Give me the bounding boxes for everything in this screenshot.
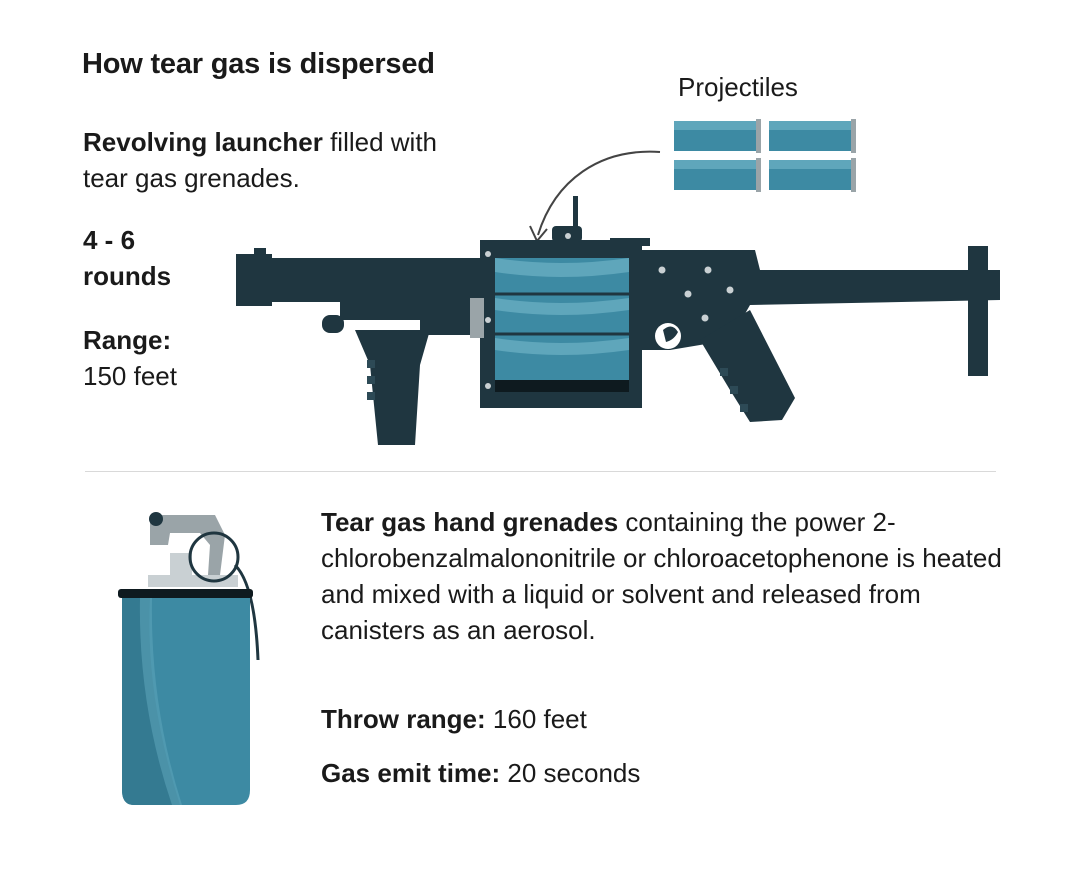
grenade-desc-text: containing the power 2-chlorobenzalmalon…	[321, 507, 1002, 645]
grenade-description: Tear gas hand grenades containing the po…	[321, 504, 1011, 648]
projectile	[769, 119, 856, 153]
grenade-canister	[122, 598, 250, 805]
range-label: Range:	[83, 325, 172, 355]
page-title: How tear gas is dispersed	[82, 48, 435, 80]
throw-range-value: 160 feet	[485, 704, 587, 734]
throw-range-info: Throw range: 160 feet	[321, 701, 587, 737]
emit-time-info: Gas emit time: 20 seconds	[321, 755, 640, 791]
pull-ring	[188, 531, 240, 583]
section-divider	[85, 471, 996, 472]
rounds-count: 4 - 6	[83, 225, 136, 255]
projectiles-illustration	[674, 119, 856, 192]
launcher-description: Revolving launcher filled with tear gas …	[83, 124, 483, 196]
stock	[968, 246, 988, 376]
rounds-unit: rounds	[83, 261, 172, 291]
projectiles-label: Projectiles	[678, 72, 798, 102]
launcher-name: Revolving launcher	[83, 127, 323, 157]
grenade-lever	[150, 515, 225, 575]
emit-time-label: Gas emit time:	[321, 758, 501, 788]
revolving-launcher-illustration	[236, 196, 1000, 445]
rounds-info: 4 - 6 rounds	[83, 222, 171, 294]
range-value: 150 feet	[83, 361, 177, 391]
barrel	[236, 258, 501, 302]
projectile	[674, 119, 761, 153]
range-info: Range: 150 feet	[83, 322, 177, 394]
revolving-cylinder	[495, 258, 629, 392]
emit-time-value: 20 seconds	[500, 758, 641, 788]
receiver	[640, 250, 1000, 350]
hand-grenade-illustration	[118, 512, 260, 805]
projectile	[674, 158, 761, 192]
launcher-desc-text: filled with tear gas grenades.	[83, 127, 437, 193]
throw-range-label: Throw range:	[321, 704, 486, 734]
front-grip	[355, 330, 430, 445]
rear-grip	[700, 310, 795, 422]
projectile	[769, 158, 856, 192]
grenade-name: Tear gas hand grenades	[321, 507, 619, 537]
